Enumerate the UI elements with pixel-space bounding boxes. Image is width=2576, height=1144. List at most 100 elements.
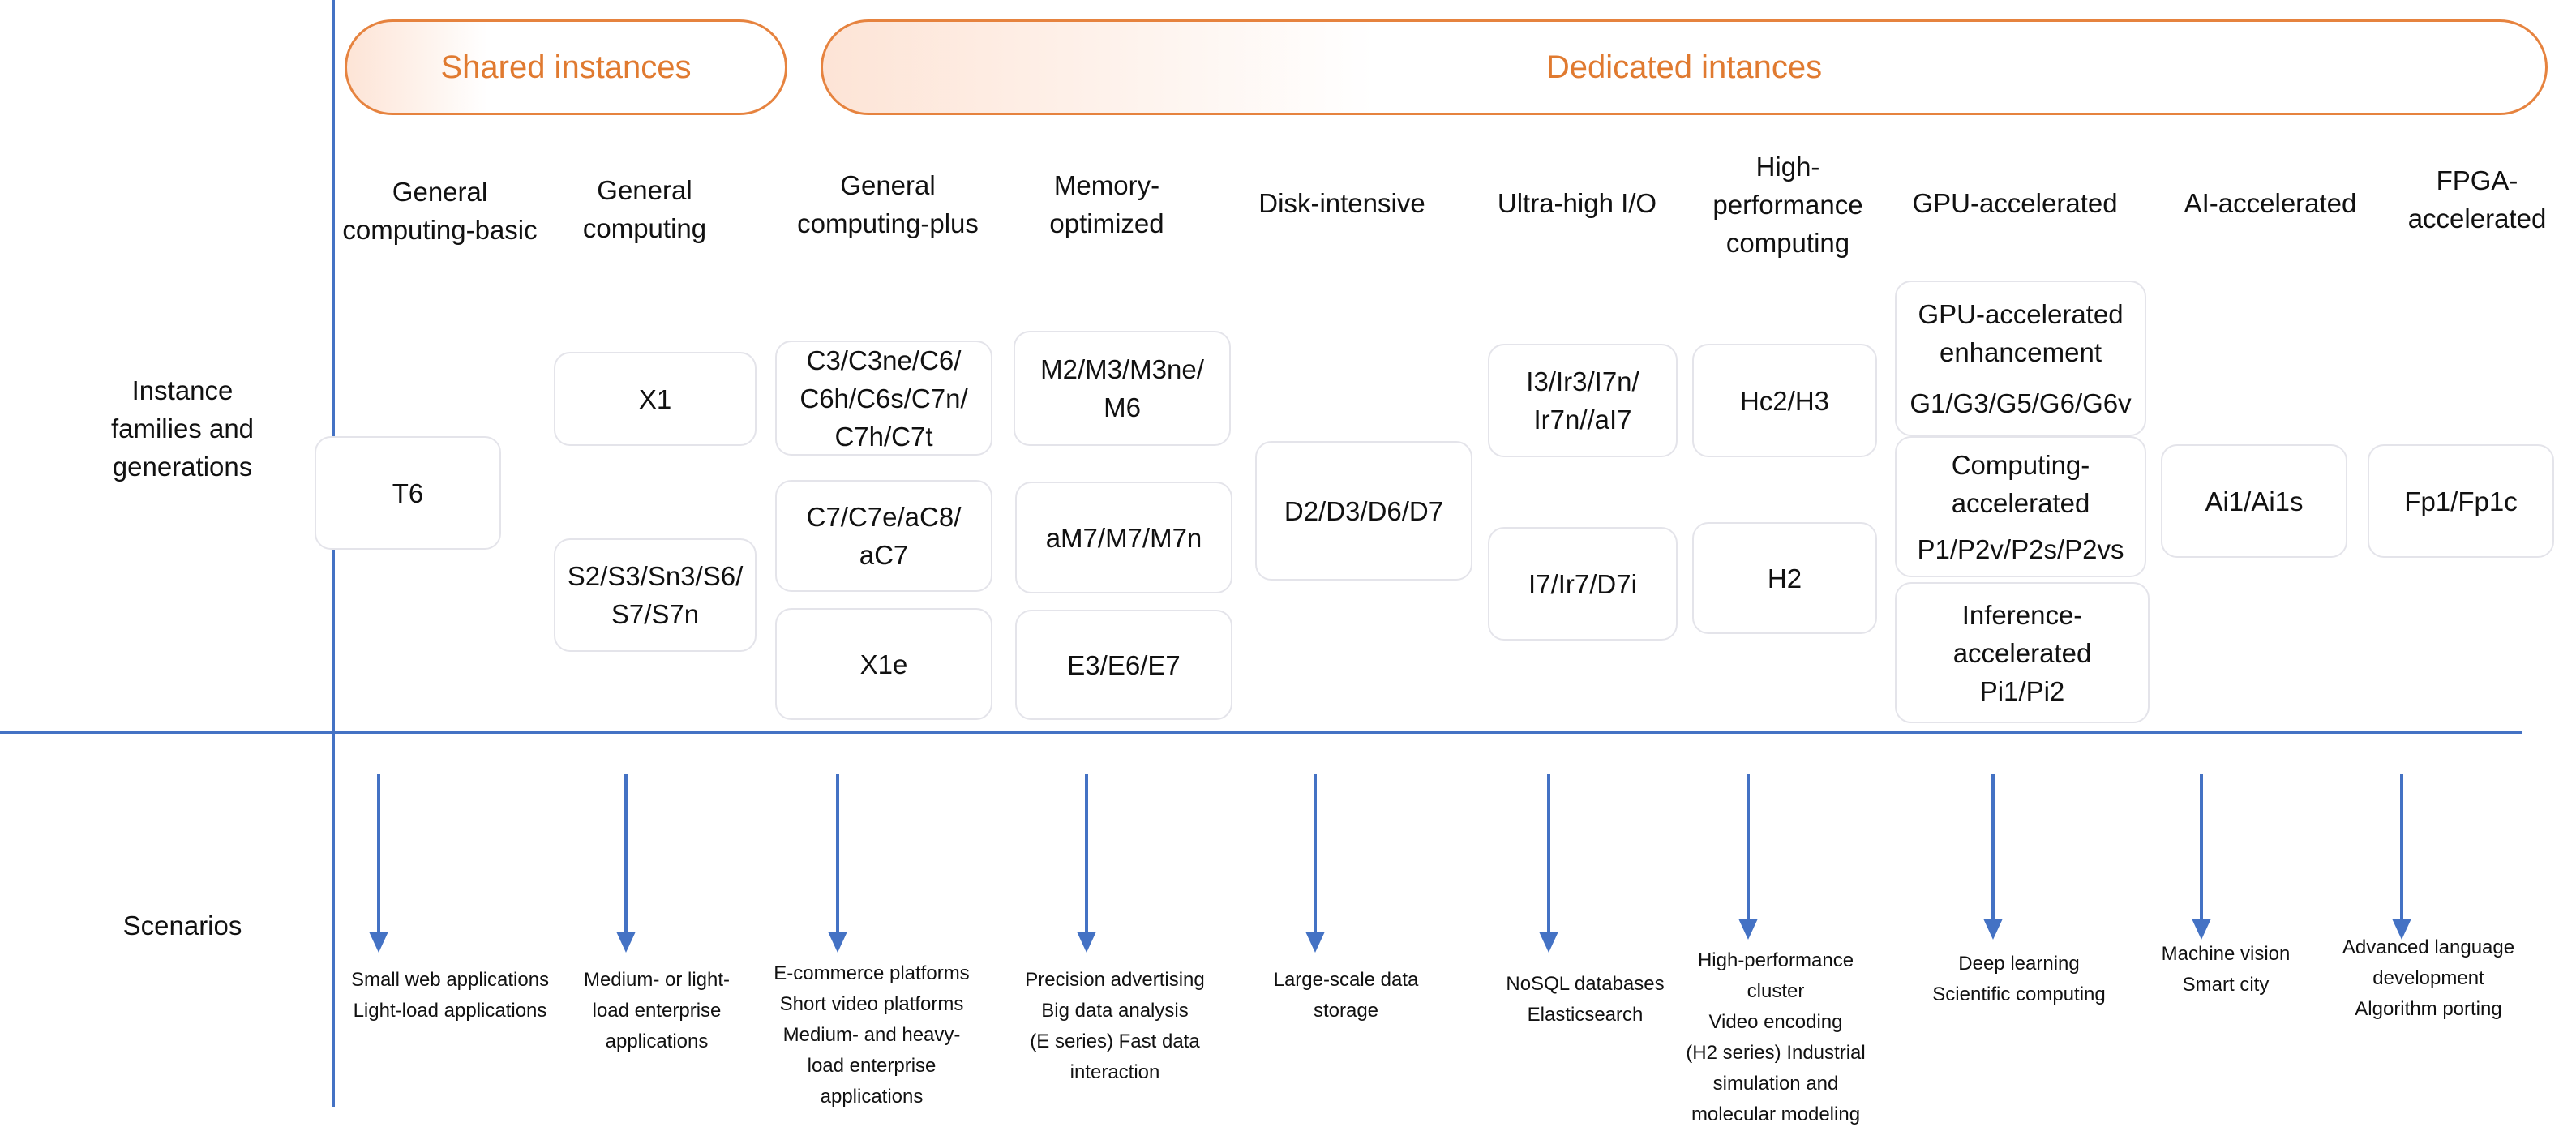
- instance-box-h2: H2: [1692, 522, 1877, 634]
- instance-box-text: M2/M3/M3ne/: [1040, 354, 1204, 384]
- scenario-text: Medium- or light- load enterprise applic…: [559, 965, 754, 1057]
- instance-box-i-series-2: I7/Ir7/D7i: [1488, 527, 1678, 641]
- scenario-text: Advanced language development Algorithm …: [2319, 932, 2538, 1025]
- scenario-line: Big data analysis: [1041, 1000, 1189, 1022]
- arrow-down-icon: [1738, 774, 1758, 940]
- scenario-line: simulation and: [1712, 1073, 1839, 1095]
- column-header-gpu-accelerated: GPU-accelerated: [1889, 162, 2141, 243]
- scenario-line: Machine vision: [2161, 943, 2291, 965]
- scenario-text: Small web applications Light-load applic…: [328, 965, 572, 1026]
- instance-box-text: P1/P2v/P2s/P2vs: [1917, 533, 2124, 564]
- header-line: FPGA-: [2436, 165, 2518, 195]
- scenario-line: Advanced language: [2342, 936, 2515, 958]
- horizontal-divider: [0, 731, 2522, 734]
- scenario-line: Medium- and heavy-: [782, 1024, 961, 1046]
- column-header-general-computing-plus: General computing-plus: [770, 164, 1005, 245]
- scenario-line: Large-scale data: [1273, 969, 1419, 991]
- instance-box-text: aC7: [859, 540, 909, 570]
- arrow-down-icon: [1305, 774, 1325, 953]
- header-line: computing: [1725, 228, 1850, 258]
- instance-box-text: C6h/C6s/C7n/: [799, 383, 968, 413]
- dedicated-instances-header: Dedicated intances: [821, 19, 2548, 115]
- scenario-line: Video encoding: [1708, 1011, 1843, 1033]
- instance-box-text: accelerated: [1952, 637, 2092, 668]
- scenario-line: Algorithm porting: [2355, 998, 2502, 1020]
- scenario-line: Smart city: [2182, 974, 2270, 996]
- instance-box-computing-accelerated: Computing- accelerated P1/P2v/P2s/P2vs: [1895, 436, 2146, 577]
- instance-box-m-series: M2/M3/M3ne/ M6: [1014, 331, 1231, 446]
- header-line: Disk-intensive: [1258, 187, 1425, 218]
- instance-box-text: S7/S7n: [611, 599, 700, 629]
- header-line: High-: [1755, 152, 1820, 182]
- scenario-line: High-performance: [1697, 949, 1854, 971]
- scenario-line: Elasticsearch: [1527, 1004, 1644, 1026]
- scenario-line: Deep learning: [1958, 953, 2080, 975]
- scenario-line: Short video platforms: [779, 993, 964, 1015]
- header-line: General: [392, 177, 488, 207]
- scenario-line: molecular modeling: [1691, 1103, 1861, 1125]
- header-line: Memory-: [1053, 170, 1160, 200]
- row-label-families-line: generations: [112, 452, 253, 482]
- header-line: computing-basic: [342, 215, 538, 245]
- scenario-text: NoSQL databases Elasticsearch: [1488, 969, 1682, 1030]
- scenario-line: (E series) Fast data: [1030, 1030, 1200, 1052]
- instance-box-text: C7/C7e/aC8/: [806, 502, 962, 532]
- scenario-text: Large-scale data storage: [1241, 965, 1451, 1026]
- column-header-high-performance-computing: High-performance computing: [1682, 146, 1893, 264]
- scenario-text: Machine vision Smart city: [2132, 939, 2319, 1000]
- column-header-general-computing-basic: General computing-basic: [328, 170, 551, 251]
- instance-box-hc-series: Hc2/H3: [1692, 344, 1877, 457]
- instance-box-text: S2/S3/Sn3/S6/: [567, 561, 744, 591]
- instance-box-i-series-1: I3/Ir3/I7n/ Ir7n//aI7: [1488, 344, 1678, 457]
- arrow-down-icon: [2192, 774, 2211, 940]
- shared-instances-header: Shared instances: [345, 19, 787, 115]
- instance-box-text: I3/Ir3/I7n/: [1526, 366, 1639, 396]
- instance-box-text: I7/Ir7/D7i: [1528, 568, 1637, 599]
- instance-box-am-series: aM7/M7/M7n: [1015, 482, 1232, 593]
- instance-box-text: E3/E6/E7: [1067, 649, 1181, 680]
- header-line: General: [597, 175, 692, 205]
- scenario-line: applications: [820, 1086, 924, 1108]
- row-label-families-line: Instance: [131, 375, 234, 405]
- arrow-down-icon: [1539, 774, 1558, 953]
- row-label-scenarios: Scenarios: [73, 906, 292, 945]
- scenario-text: High-performance cluster Video encoding …: [1670, 945, 1881, 1130]
- shared-instances-label: Shared instances: [440, 49, 692, 85]
- scenario-line: Medium- or light-: [583, 969, 731, 991]
- instance-box-gpu-enhancement: GPU-accelerated enhancement G1/G3/G5/G6/…: [1895, 281, 2146, 436]
- instance-box-text: enhancement: [1940, 336, 2102, 367]
- instance-box-x1e: X1e: [775, 608, 992, 720]
- instance-box-t6: T6: [315, 436, 501, 550]
- column-header-ultra-high-io: Ultra-high I/O: [1459, 162, 1695, 243]
- instance-box-x1: X1: [554, 352, 757, 446]
- instance-box-c-series-1: C3/C3ne/C6/ C6h/C6s/C7n/ C7h/C7t: [775, 341, 992, 456]
- instance-box-c-series-2: C7/C7e/aC8/ aC7: [775, 480, 992, 592]
- instance-box-s-series: S2/S3/Sn3/S6/ S7/S7n: [554, 538, 757, 652]
- instance-box-text: Computing-: [1951, 449, 2090, 480]
- scenario-line: (H2 series) Industrial: [1686, 1042, 1866, 1064]
- instance-box-text: Hc2/H3: [1739, 385, 1830, 416]
- header-line: computing: [582, 213, 707, 243]
- scenario-line: development: [2372, 967, 2484, 989]
- arrow-down-icon: [828, 774, 847, 953]
- instance-box-text: Inference-: [1961, 599, 2083, 630]
- row-label-families-line: families and: [110, 413, 255, 443]
- instance-box-text: H2: [1767, 563, 1802, 593]
- instance-box-text: accelerated: [1951, 487, 2090, 518]
- header-line: General: [840, 170, 936, 200]
- instance-box-text: Pi1/Pi2: [1979, 675, 2065, 706]
- arrow-down-icon: [1077, 774, 1096, 953]
- instance-box-text: Fp1/Fp1c: [2404, 486, 2518, 516]
- scenario-line: interaction: [1069, 1061, 1160, 1083]
- header-line: performance: [1712, 190, 1863, 220]
- column-header-general-computing: General computing: [551, 169, 738, 250]
- header-line: optimized: [1049, 208, 1164, 238]
- header-line: computing-plus: [797, 208, 979, 238]
- instance-box-text: Ai1/Ai1s: [2205, 486, 2304, 516]
- column-header-fpga-accelerated: FPGA-accelerated: [2380, 159, 2574, 240]
- instance-box-text: D2/D3/D6/D7: [1284, 495, 1444, 526]
- arrow-down-icon: [616, 774, 636, 953]
- instance-box-text: X1: [638, 383, 672, 414]
- header-line: Ultra-high I/O: [1497, 187, 1657, 218]
- instance-box-ai-series: Ai1/Ai1s: [2161, 444, 2347, 558]
